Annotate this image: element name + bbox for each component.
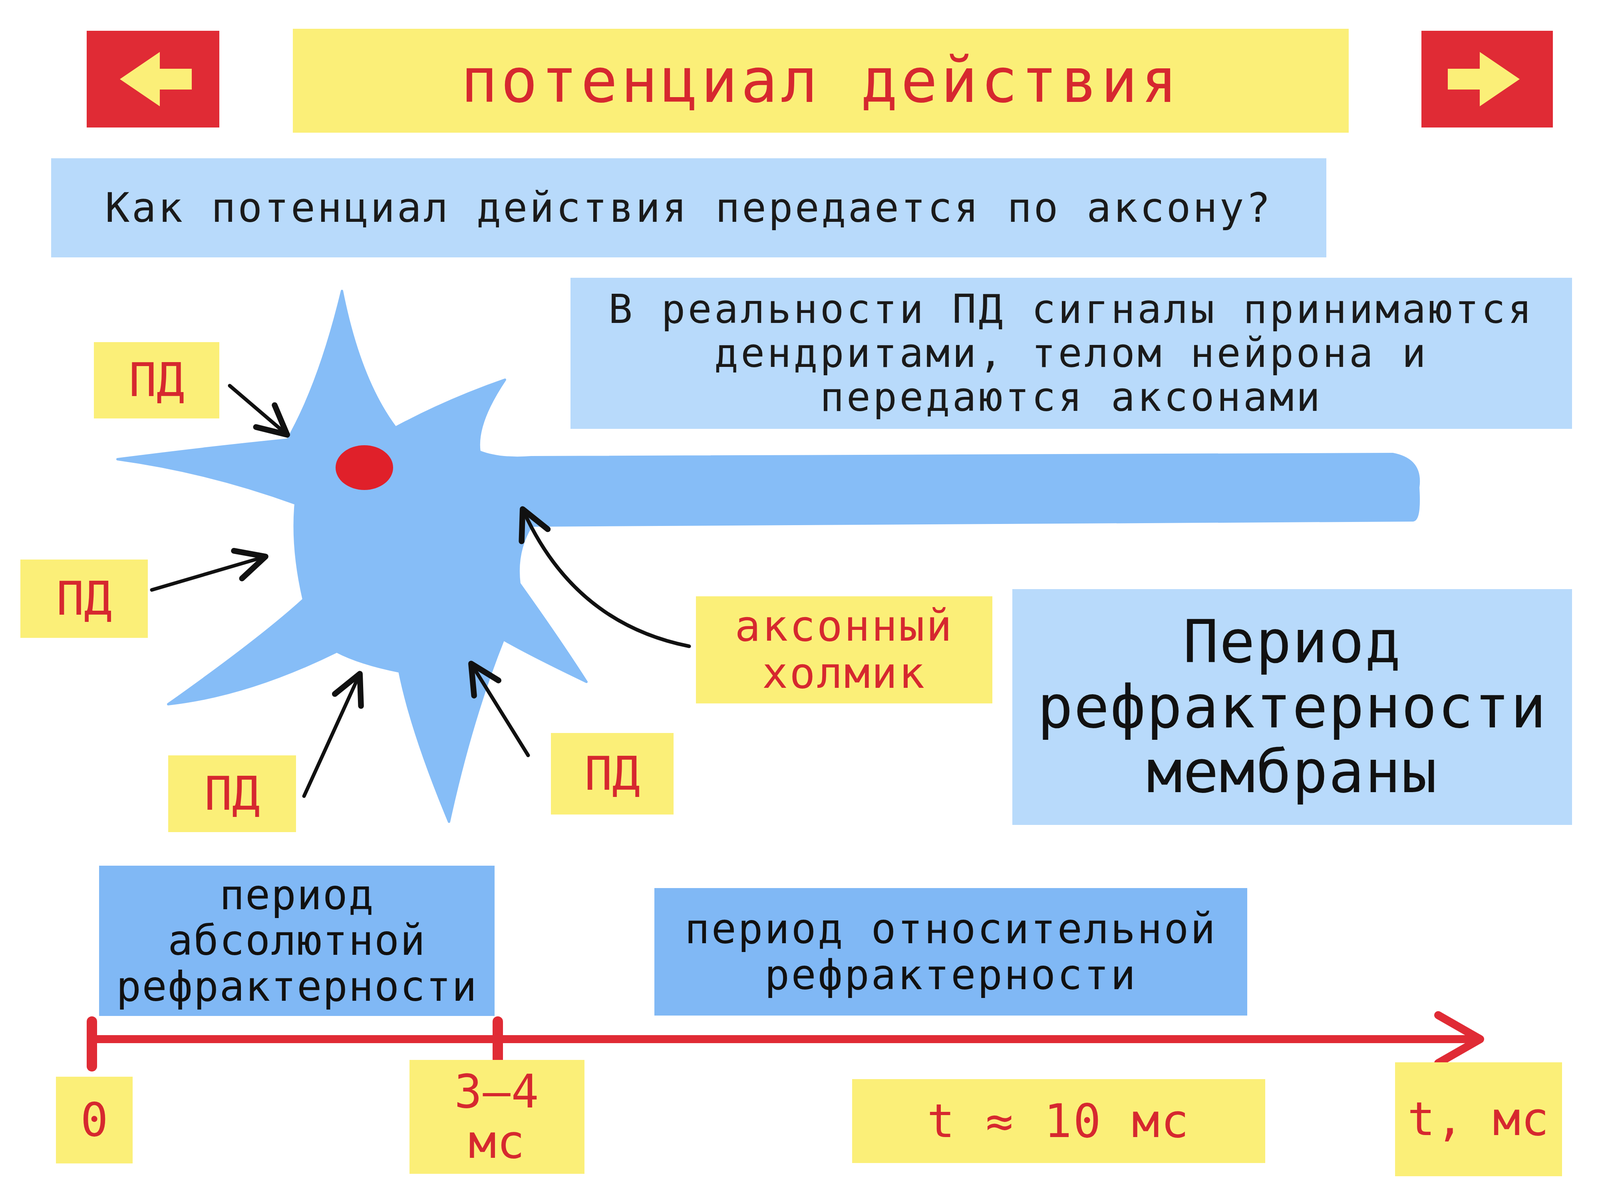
time-tag-text: 0 (80, 1094, 108, 1145)
title-band: потенциал действия (292, 28, 1349, 133)
time-tag-text: 3–4 мс (421, 1065, 573, 1167)
signal-tag: ПД (20, 559, 148, 638)
period-box-text: период относительной рефрактерности (666, 905, 1236, 998)
part-tag-text: аксонный холмик (707, 602, 981, 697)
topic-box-text: Период рефрактерности мембраны (1024, 609, 1561, 805)
question-box: Как потенциал действия передается по акс… (51, 158, 1327, 258)
period-box: период относительной рефрактерности (654, 887, 1248, 1016)
note-box: В реальности ПД сигналы принимаются денд… (570, 277, 1573, 429)
signal-tag-text: ПД (584, 748, 640, 800)
period-box-text: период абсолютной рефрактерности (111, 871, 483, 1009)
signal-tag: ПД (550, 732, 674, 815)
note-box-text: В реальности ПД сигналы принимаются денд… (582, 287, 1561, 420)
title-band-text: потенциал действия (460, 47, 1181, 115)
period-box: период абсолютной рефрактерности (99, 865, 495, 1016)
nucleus (335, 445, 394, 490)
time-tag: 0 (55, 1076, 133, 1163)
nav-left (86, 30, 220, 128)
time-axis (91, 1014, 1481, 1066)
signal-tag: ПД (168, 755, 297, 832)
part-tag: аксонный холмик (695, 596, 993, 704)
time-tag: t, мс (1395, 1061, 1563, 1176)
signal-tag: ПД (93, 341, 220, 419)
signal-tag-text: ПД (129, 354, 185, 406)
time-tag: 3–4 мс (409, 1059, 585, 1174)
signal-tag-text: ПД (56, 573, 112, 625)
signal-tag-text: ПД (204, 768, 260, 819)
time-tag-text: t, мс (1407, 1093, 1550, 1145)
topic-box: Период рефрактерности мембраны (1012, 588, 1573, 825)
nav-right (1421, 30, 1553, 128)
time-tag-text: t ≈ 10 мс (926, 1095, 1191, 1147)
question-box-text: Как потенциал действия передается по акс… (105, 185, 1273, 231)
time-tag: t ≈ 10 мс (852, 1078, 1266, 1163)
